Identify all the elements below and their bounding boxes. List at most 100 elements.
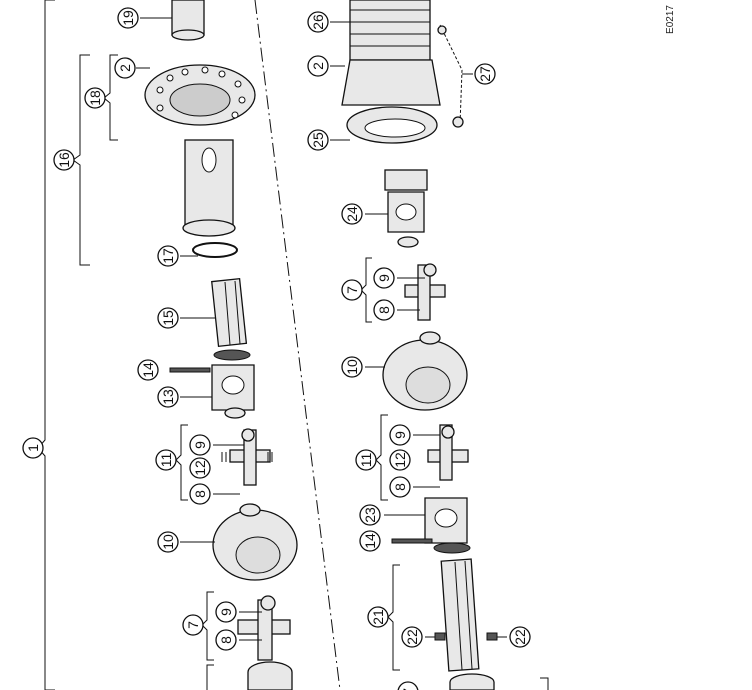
svg-text:14: 14 (140, 362, 156, 378)
callout-9: 9 (389, 424, 411, 446)
yoke-bottom-left (247, 661, 293, 690)
callout-8: 8 (373, 299, 395, 321)
svg-text:12: 12 (392, 452, 408, 468)
svg-text:9: 9 (392, 431, 408, 439)
svg-text:18: 18 (87, 90, 103, 106)
yoke-24 (384, 169, 428, 248)
bracket-11a (175, 424, 188, 501)
cross-11a (221, 428, 273, 486)
callout-9: 9 (373, 267, 395, 289)
pin-14b (391, 538, 433, 544)
bracket-11b (375, 414, 388, 501)
callout-1: 1 (22, 437, 44, 459)
callout-22: 22 (509, 626, 531, 648)
bracket-1 (37, 0, 55, 690)
callout-14: 14 (137, 359, 159, 381)
callout-12: 12 (189, 457, 211, 479)
bracket-16 (72, 54, 90, 266)
svg-text:8: 8 (218, 636, 234, 644)
svg-text:12: 12 (192, 460, 208, 476)
svg-text:8: 8 (376, 306, 392, 314)
callout-16: 16 (53, 149, 75, 171)
svg-text:8: 8 (192, 490, 208, 498)
pin-14a (169, 367, 211, 373)
svg-text:7: 7 (185, 621, 201, 629)
svg-text:14: 14 (362, 533, 378, 549)
svg-text:7: 7 (344, 286, 360, 294)
svg-text:11: 11 (358, 453, 374, 468)
cross-7b (404, 263, 446, 321)
leader-lines (136, 17, 507, 641)
callout-24: 24 (341, 203, 363, 225)
callout-10: 10 (157, 531, 179, 553)
callout-9: 9 (215, 601, 237, 623)
svg-text:10: 10 (160, 534, 176, 550)
svg-text:15: 15 (160, 310, 176, 326)
callout-8: 8 (389, 476, 411, 498)
callout-2: 2 (114, 57, 136, 79)
svg-text:9: 9 (376, 274, 392, 282)
callout-7: 7 (341, 279, 363, 301)
callout-9: 9 (189, 434, 211, 456)
guard-cone-18 (144, 64, 256, 126)
bellows-26 (349, 0, 431, 61)
callout-25: 25 (307, 129, 329, 151)
cross-11b (427, 424, 469, 481)
callout-21: 21 (367, 606, 389, 628)
callout-14: 14 (359, 530, 381, 552)
svg-text:13: 13 (160, 389, 176, 405)
svg-text:23: 23 (362, 507, 378, 523)
svg-text:17: 17 (160, 248, 176, 264)
splined-shaft-21 (440, 558, 480, 672)
ring-17 (192, 242, 238, 258)
callout-10: 10 (341, 356, 363, 378)
svg-text:8: 8 (392, 483, 408, 491)
callout-23: 23 (359, 504, 381, 526)
bracket-partial-b (540, 677, 549, 690)
yoke-23 (424, 497, 471, 554)
svg-text:10: 10 (344, 359, 360, 375)
svg-text:7: 7 (400, 688, 416, 690)
callout-11: 11 (155, 449, 177, 471)
bracket-partial (206, 664, 214, 690)
yoke-13 (211, 349, 255, 419)
callout-7: 7 (397, 681, 419, 690)
guard-cone-10b (382, 331, 468, 411)
callout-11: 11 (355, 449, 377, 471)
tube-19 (171, 0, 205, 41)
svg-text:9: 9 (218, 608, 234, 616)
callout-27: 27 (474, 63, 496, 85)
callout-19: 19 (117, 7, 139, 29)
guard-cone-10a (212, 503, 298, 581)
svg-text:24: 24 (344, 206, 360, 222)
svg-text:11: 11 (158, 453, 174, 468)
separator-line (254, 0, 341, 690)
callout-13: 13 (157, 386, 179, 408)
svg-text:16: 16 (56, 152, 72, 168)
bracket-7a (201, 591, 214, 661)
callout-17: 17 (157, 245, 179, 267)
safety-chain-27 (437, 24, 464, 128)
splined-shaft-15 (211, 277, 248, 347)
svg-text:1: 1 (25, 444, 41, 452)
bracket-21 (387, 564, 400, 671)
callout-12: 12 (389, 449, 411, 471)
svg-text:22: 22 (512, 629, 528, 645)
svg-text:19: 19 (120, 10, 136, 26)
cross-7a (237, 595, 291, 661)
svg-text:2: 2 (117, 64, 133, 72)
svg-text:2: 2 (310, 62, 326, 70)
guard-tube-16 (182, 139, 236, 237)
guard-cone-25 (341, 59, 441, 144)
svg-text:22: 22 (404, 629, 420, 645)
yoke-bottom-right (449, 673, 495, 690)
callout-26: 26 (307, 11, 329, 33)
callout-8: 8 (215, 629, 237, 651)
callout-18: 18 (84, 87, 106, 109)
svg-text:27: 27 (477, 66, 493, 82)
callout-2: 2 (307, 55, 329, 77)
svg-text:21: 21 (370, 609, 386, 625)
callout-7: 7 (182, 614, 204, 636)
svg-text:26: 26 (310, 14, 326, 30)
